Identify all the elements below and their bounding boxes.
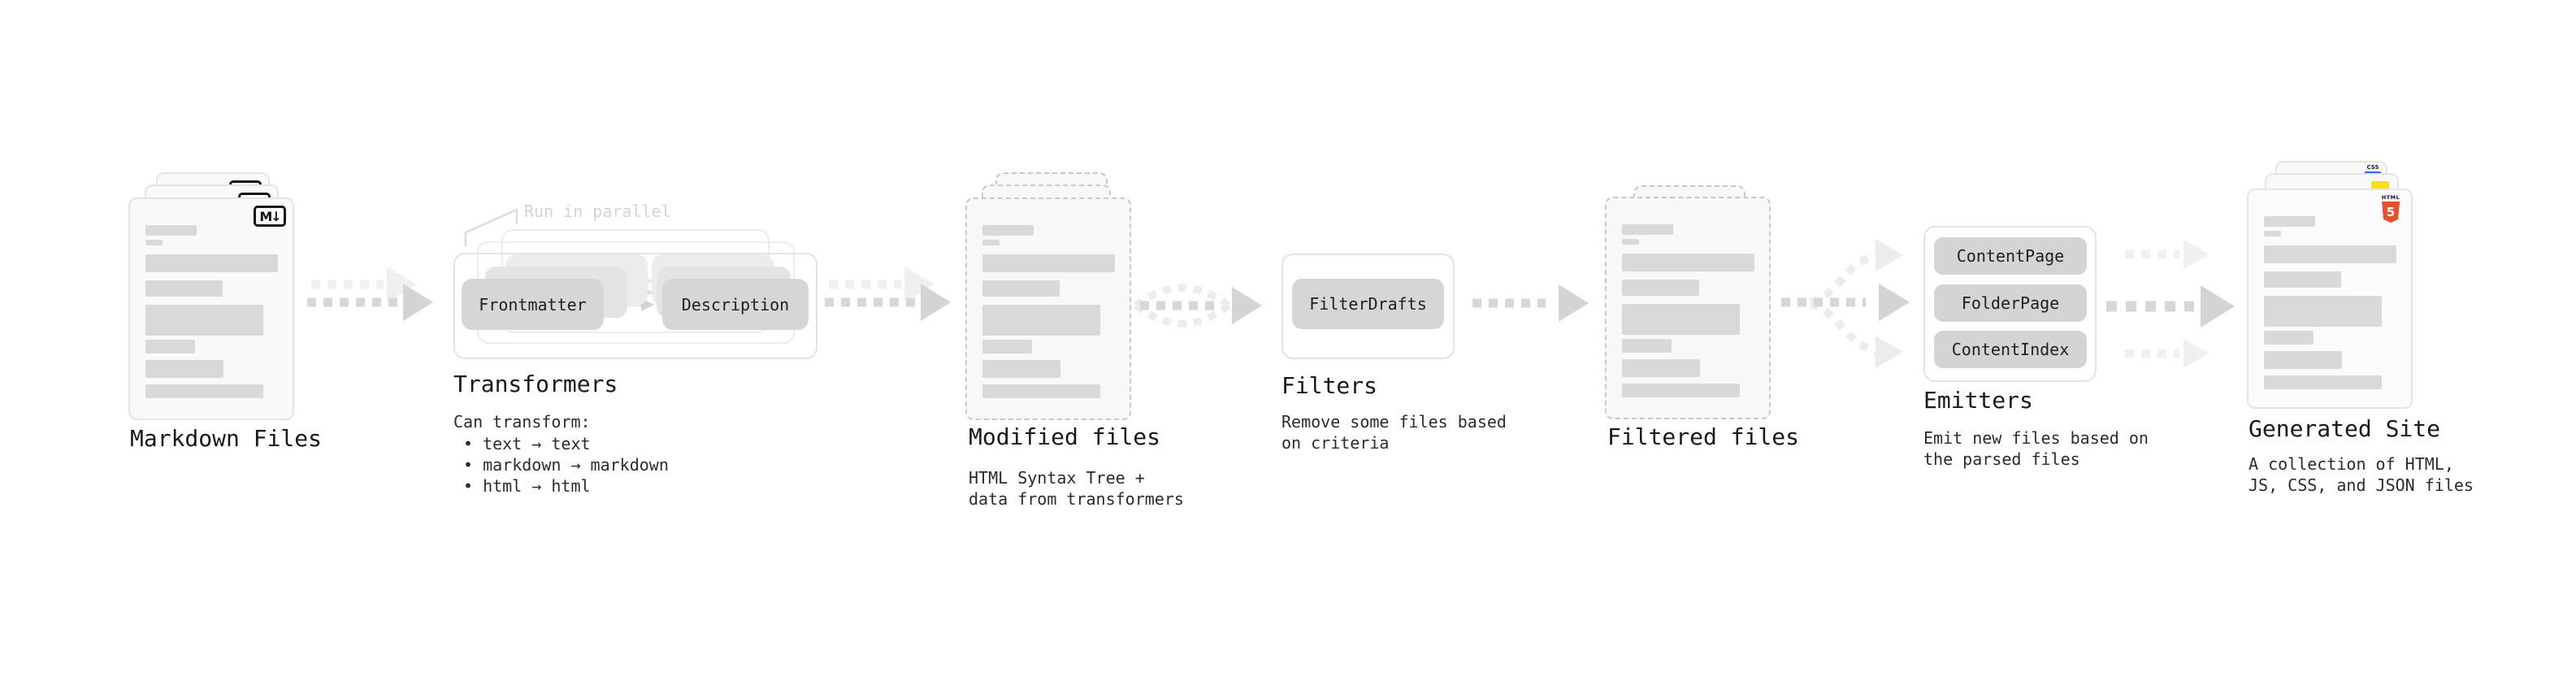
text-line-bar: [145, 384, 263, 398]
modified-file-card-front: [965, 197, 1131, 420]
filterdrafts-node: FilterDrafts: [1292, 279, 1444, 329]
flow-arrows-emitters-to-generated: [2106, 240, 2235, 368]
run-in-parallel-note: Run in parallel: [524, 202, 671, 221]
filtered-file-card-front: [1605, 197, 1771, 419]
html5-icon: HTML 5: [2381, 194, 2400, 223]
emitters-label: Emitters: [1923, 387, 2033, 414]
transformer-container-front: [453, 253, 817, 359]
text-line-bar: [2264, 351, 2342, 369]
text-line-bar: [1622, 304, 1740, 335]
text-line-bar: [2264, 216, 2315, 227]
markdown-file-card-front: M↓: [128, 197, 294, 420]
file-content-placeholder: [130, 225, 293, 398]
filters-label: Filters: [1281, 372, 1378, 399]
generated-site-desc: A collection of HTML, JS, CSS, and JSON …: [2249, 453, 2474, 496]
desc-line: on criteria: [1281, 433, 1390, 453]
text-line-bar: [982, 360, 1060, 378]
text-line-bar: [982, 225, 1034, 236]
text-line-bar: [145, 225, 197, 236]
html5-icon-shield: 5: [2382, 202, 2400, 223]
description-node: Description: [662, 279, 809, 330]
modified-files-desc: HTML Syntax Tree + data from transformer…: [969, 467, 1184, 510]
flow-arrow-markdown-to-transformers: [307, 267, 433, 321]
markdown-files-label: Markdown Files: [130, 425, 323, 452]
text-line-bar: [2264, 231, 2281, 236]
file-content-placeholder: [967, 225, 1130, 398]
text-line-bar: [982, 240, 1000, 245]
generated-site-label: Generated Site: [2249, 415, 2441, 442]
transformers-bullets: • text → text • markdown → markdown • ht…: [463, 433, 669, 497]
text-line-bar: [145, 360, 223, 378]
desc-line: Emit new files based on: [1923, 428, 2149, 448]
file-content-placeholder: [1607, 224, 1769, 397]
text-line-bar: [2264, 375, 2382, 389]
desc-line: JS, CSS, and JSON files: [2249, 475, 2474, 495]
text-line-bar: [1622, 280, 1699, 296]
text-line-bar: [982, 280, 1060, 297]
transformers-subtitle: Can transform:: [453, 412, 591, 432]
bullet-item: • text → text: [463, 434, 591, 453]
text-line-bar: [2264, 271, 2341, 288]
text-line-bar: [982, 305, 1100, 336]
text-line-bar: [1622, 224, 1673, 235]
file-content-placeholder: [2249, 216, 2411, 389]
flow-arrow-transformers-to-modified: [825, 267, 951, 321]
folderpage-node: FolderPage: [1934, 284, 2087, 322]
text-line-bar: [145, 254, 278, 272]
bullet-item: • html → html: [463, 476, 591, 496]
desc-line: the parsed files: [1923, 449, 2080, 469]
js-icon: [2371, 181, 2389, 190]
flow-arrow-filtered-to-emitters: [1781, 239, 1910, 368]
markdown-icon: M↓: [254, 206, 286, 227]
text-line-bar: [982, 254, 1115, 272]
generated-file-card-front: HTML 5: [2247, 189, 2413, 409]
text-line-bar: [145, 340, 195, 354]
text-line-bar: [1622, 384, 1740, 397]
emitters-desc: Emit new files based on the parsed files: [1923, 427, 2149, 470]
text-line-bar: [1622, 254, 1754, 271]
text-line-bar: [145, 280, 223, 297]
text-line-bar: [145, 240, 163, 245]
filters-desc: Remove some files based on criteria: [1281, 411, 1507, 453]
text-line-bar: [2264, 245, 2396, 263]
text-line-bar: [1622, 359, 1700, 377]
desc-line: data from transformers: [969, 489, 1184, 509]
text-line-bar: [982, 384, 1100, 398]
frontmatter-node: Frontmatter: [462, 279, 604, 330]
text-line-bar: [982, 340, 1032, 354]
desc-line: HTML Syntax Tree +: [969, 468, 1145, 488]
css-icon-label: CSS: [2366, 164, 2379, 171]
text-line-bar: [145, 305, 263, 336]
modified-files-label: Modified files: [969, 423, 1161, 450]
text-line-bar: [2264, 331, 2314, 345]
filtered-files-label: Filtered files: [1607, 423, 1800, 450]
desc-line: A collection of HTML,: [2249, 454, 2454, 474]
desc-line: Remove some files based: [1281, 412, 1507, 432]
bullet-item: • markdown → markdown: [463, 455, 669, 475]
text-line-bar: [2264, 296, 2382, 327]
text-line-bar: [1622, 339, 1672, 353]
text-line-bar: [1622, 239, 1639, 245]
transformers-label: Transformers: [453, 371, 618, 397]
flow-arrow-filters-to-filtered: [1472, 284, 1589, 322]
contentindex-node: ContentIndex: [1934, 331, 2087, 368]
html5-icon-label: HTML: [2381, 194, 2400, 201]
flow-arrow-modified-to-filters: [1134, 284, 1262, 327]
contentpage-node: ContentPage: [1934, 237, 2087, 275]
